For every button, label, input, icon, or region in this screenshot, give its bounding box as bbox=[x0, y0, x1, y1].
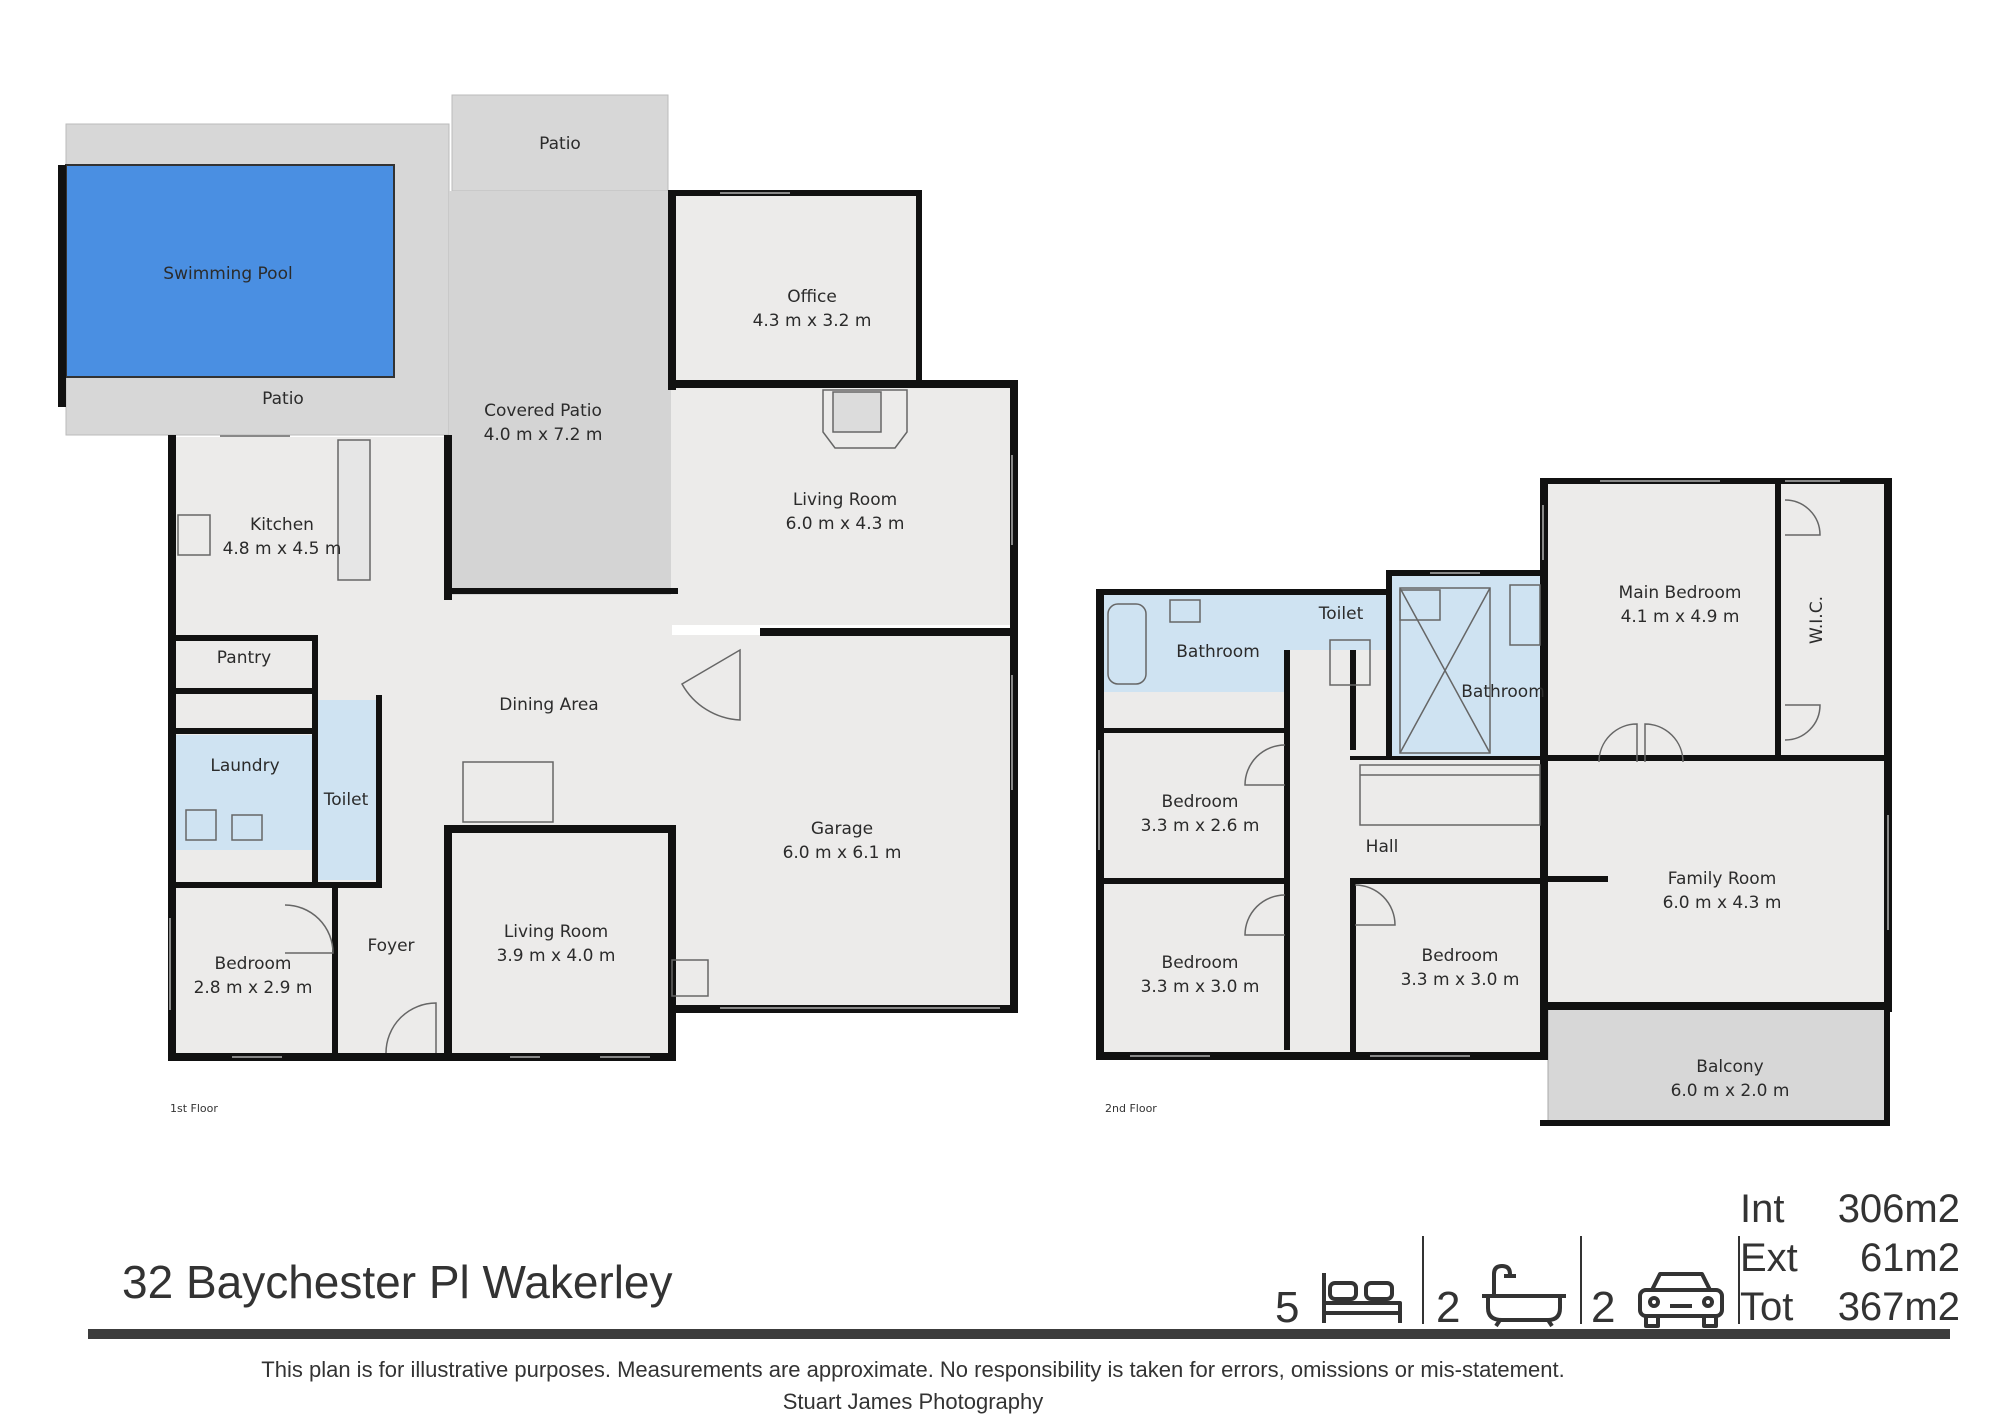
patio-pool-label: Patio bbox=[262, 389, 304, 409]
toilet-floor-2 bbox=[1288, 595, 1388, 650]
area-ext-label: Ext bbox=[1740, 1236, 1798, 1280]
living-room-1-dims: 6.0 m x 4.3 m bbox=[786, 514, 905, 534]
stat-divider-3 bbox=[1738, 1236, 1740, 1324]
first-floor: Patio Swimming Pool Patio Covered Patio … bbox=[58, 94, 1018, 1115]
wic-label: W.I.C. bbox=[1807, 596, 1827, 644]
area-row-tot: Tot 367m2 bbox=[1740, 1285, 1960, 1330]
stat-divider-1 bbox=[1422, 1236, 1424, 1324]
pool-edge-wall bbox=[58, 165, 66, 407]
bathtub-icon bbox=[1482, 1264, 1566, 1328]
hall-label: Hall bbox=[1366, 837, 1399, 857]
laundry-label: Laundry bbox=[210, 756, 279, 776]
main-bedroom-dims: 4.1 m x 4.9 m bbox=[1621, 607, 1740, 627]
living-room-2-dims: 3.9 m x 4.0 m bbox=[497, 946, 616, 966]
toilet-label-2: Toilet bbox=[1318, 604, 1364, 624]
pantry-label: Pantry bbox=[217, 648, 271, 668]
area-row-int: Int 306m2 bbox=[1740, 1187, 1960, 1232]
dining-area-label: Dining Area bbox=[499, 695, 598, 715]
second-floor-label: 2nd Floor bbox=[1105, 1102, 1157, 1115]
stat-divider-2 bbox=[1580, 1236, 1582, 1324]
office-dims: 4.3 m x 3.2 m bbox=[753, 311, 872, 331]
area-row-ext: Ext 61m2 bbox=[1740, 1236, 1960, 1281]
footer-rule bbox=[88, 1329, 1950, 1339]
photographer-credit: Stuart James Photography bbox=[782, 1389, 1044, 1414]
second-floor-windows bbox=[1098, 480, 1889, 1057]
covered-patio-dims: 4.0 m x 7.2 m bbox=[484, 425, 603, 445]
second-floor-fixtures bbox=[1107, 499, 1821, 936]
office-label: Office bbox=[787, 287, 837, 307]
bedroom-1f-dims: 2.8 m x 2.9 m bbox=[194, 978, 313, 998]
bedroom-1f-label: Bedroom bbox=[215, 954, 292, 974]
family-room-dims: 6.0 m x 4.3 m bbox=[1663, 893, 1782, 913]
family-room-label: Family Room bbox=[1668, 869, 1777, 889]
first-floor-label: 1st Floor bbox=[170, 1102, 218, 1115]
car-icon bbox=[1638, 1272, 1724, 1328]
area-int-label: Int bbox=[1740, 1187, 1785, 1231]
bathroom-2-floor bbox=[1392, 575, 1544, 760]
toilet-label-1: Toilet bbox=[323, 790, 369, 810]
balcony-dims: 6.0 m x 2.0 m bbox=[1671, 1081, 1790, 1101]
covered-patio-label: Covered Patio bbox=[484, 401, 602, 421]
covered-patio-area bbox=[449, 191, 671, 595]
patio-top-area bbox=[451, 94, 669, 192]
area-tot-value: 367m2 bbox=[1837, 1285, 1960, 1329]
kitchen-label: Kitchen bbox=[250, 515, 314, 535]
disclaimer-text: This plan is for illustrative purposes. … bbox=[261, 1357, 1565, 1382]
bathroom-count: 2 bbox=[1436, 1283, 1461, 1332]
patio-top-label: Patio bbox=[539, 134, 581, 154]
laundry-floor bbox=[174, 735, 314, 850]
first-floor-walls bbox=[168, 190, 1018, 1061]
living-room-1-label: Living Room bbox=[793, 490, 897, 510]
bedroom-2f-3-dims: 3.3 m x 3.0 m bbox=[1401, 970, 1520, 990]
toilet-floor-1 bbox=[316, 700, 378, 880]
car-count: 2 bbox=[1591, 1283, 1616, 1332]
area-int-value: 306m2 bbox=[1837, 1187, 1960, 1231]
bathroom-1-label: Bathroom bbox=[1176, 642, 1260, 662]
bedroom-2f-2-dims: 3.3 m x 3.0 m bbox=[1141, 977, 1260, 997]
garage-dims: 6.0 m x 6.1 m bbox=[783, 843, 902, 863]
bed-icon bbox=[1322, 1273, 1402, 1323]
bedroom-2f-2-label: Bedroom bbox=[1162, 953, 1239, 973]
area-ext-value: 61m2 bbox=[1859, 1236, 1960, 1280]
swimming-pool-label: Swimming Pool bbox=[163, 264, 292, 284]
balcony-area bbox=[1547, 1008, 1889, 1126]
bedroom-2f-1-dims: 3.3 m x 2.6 m bbox=[1141, 816, 1260, 836]
living-room-2-label: Living Room bbox=[504, 922, 608, 942]
floor-plan: Patio Swimming Pool Patio Covered Patio … bbox=[58, 94, 1892, 1126]
bedroom-2f-1-label: Bedroom bbox=[1162, 792, 1239, 812]
main-bedroom-label: Main Bedroom bbox=[1619, 583, 1742, 603]
foyer-label: Foyer bbox=[367, 936, 414, 956]
garage-label: Garage bbox=[811, 819, 873, 839]
bathroom-2-label: Bathroom bbox=[1461, 682, 1545, 702]
kitchen-dims: 4.8 m x 4.5 m bbox=[223, 539, 342, 559]
second-floor: Toilet Bathroom Bathroom Main Bedroom 4.… bbox=[1096, 478, 1892, 1126]
property-address: 32 Baychester Pl Wakerley bbox=[122, 1256, 673, 1308]
swimming-pool-water bbox=[65, 164, 395, 378]
bedroom-2f-3-label: Bedroom bbox=[1422, 946, 1499, 966]
first-floor-fixtures bbox=[177, 389, 908, 1054]
first-floor-windows bbox=[169, 192, 1013, 1058]
area-tot-label: Tot bbox=[1740, 1285, 1794, 1329]
bathroom-1-floor bbox=[1102, 595, 1288, 692]
bedroom-count: 5 bbox=[1275, 1283, 1300, 1332]
balcony-label: Balcony bbox=[1696, 1057, 1763, 1077]
